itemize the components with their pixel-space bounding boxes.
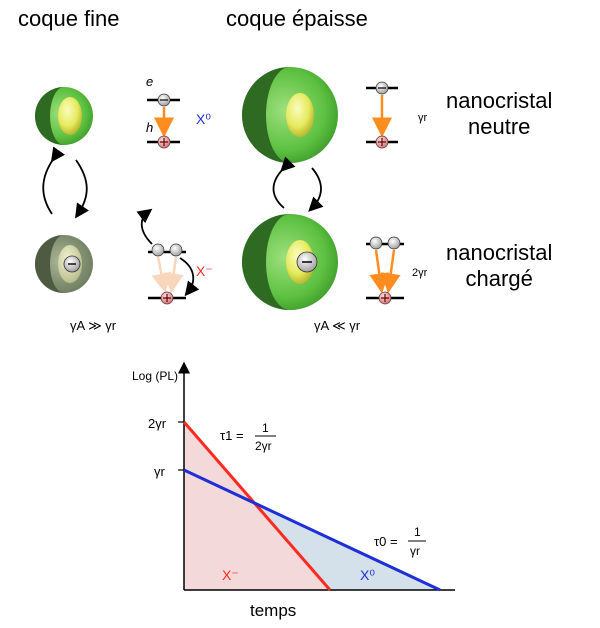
thick-shell-charged-nanocrystal	[242, 214, 338, 310]
tau0-label: τ0 =	[374, 534, 398, 549]
thick-shell-regime: γA ≪ γr	[314, 318, 361, 333]
thick-neutralization-arrow	[308, 167, 324, 212]
decay-plot	[178, 361, 455, 592]
y-tick-2gamma: 2γr	[148, 416, 167, 431]
thick-shell-neutral-nanocrystal	[242, 67, 338, 163]
electron-level-label: e	[146, 74, 153, 89]
thick-neutral-level-scheme	[366, 81, 398, 149]
thin-shell-neutral-nanocrystal	[35, 87, 93, 145]
charged-rate-label: 2γr	[412, 267, 428, 279]
trion-label: X⁻	[196, 263, 213, 279]
tau0-denominator: γr	[410, 544, 420, 558]
trion-decay-line	[182, 421, 332, 591]
thick-charging-arrow	[272, 156, 296, 209]
exciton-decay-line	[183, 468, 441, 592]
y-tick-gamma: γr	[154, 464, 166, 479]
neutral-rate-label: γr	[418, 112, 428, 124]
neutral-exciton-label: X⁰	[196, 111, 211, 127]
trion-area-label: X⁻	[222, 567, 239, 583]
charging-arrow	[42, 146, 66, 215]
thin-charged-level-scheme	[136, 208, 200, 305]
exciton-area-label: X⁰	[360, 567, 375, 583]
thin-neutral-level-scheme	[147, 93, 180, 149]
hole-level-label: h	[146, 120, 153, 135]
tau0-numerator: 1	[414, 525, 421, 539]
neutralization-arrow	[75, 159, 89, 219]
thin-shell-charged-nanocrystal	[35, 235, 93, 293]
thin-shell-regime: γA ≫ γr	[70, 318, 117, 333]
y-axis-label: Log (PL)	[132, 369, 178, 383]
tau1-label: τ1 =	[220, 428, 244, 443]
tau1-denominator: 2γr	[255, 439, 272, 453]
thin-shell-header: coque fine	[18, 6, 120, 31]
thick-charged-level-scheme	[366, 236, 404, 305]
tau1-numerator: 1	[262, 421, 269, 435]
thick-shell-header: coque épaisse	[226, 6, 368, 31]
x-axis-label: temps	[250, 601, 296, 620]
